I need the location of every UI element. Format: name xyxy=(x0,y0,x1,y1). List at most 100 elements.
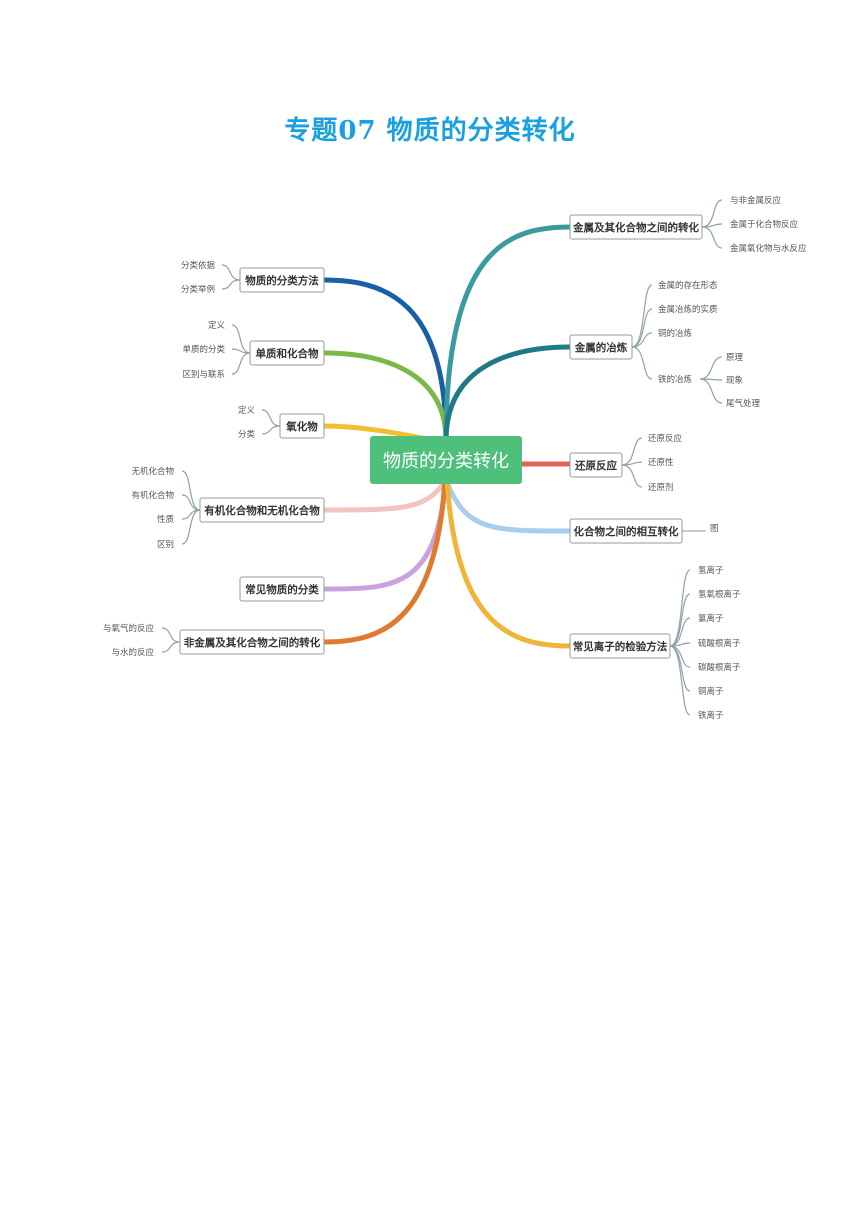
leaf-label[interactable]: 氢氧根离子 xyxy=(698,589,741,600)
leaf-label[interactable]: 分类依据 xyxy=(181,260,216,271)
leaf-label[interactable]: 氢离子 xyxy=(698,565,724,576)
branch-node-b8[interactable]: 金属的冶炼 xyxy=(569,334,633,360)
leaf-label[interactable]: 铜的冶炼 xyxy=(658,328,693,339)
branch-label: 常见物质的分类 xyxy=(245,583,319,596)
leaf-bracket xyxy=(631,332,653,348)
leaf-labels: 分类依据分类举例定义单质的分类区别与联系定义分类无机化合物有机化合物性质区别与氧… xyxy=(103,195,807,721)
branch-node-box xyxy=(569,633,671,659)
branch-label: 还原反应 xyxy=(574,459,617,472)
leaf-bracket xyxy=(221,264,241,281)
center-box xyxy=(370,436,522,484)
branch-curve-b11 xyxy=(443,437,573,649)
leaf-bracket xyxy=(181,494,201,511)
leaf-label[interactable]: 碳酸根离子 xyxy=(698,662,741,673)
leaf-bracket xyxy=(231,324,251,354)
sub-leaf-bracket xyxy=(699,378,723,404)
leaf-bracket xyxy=(181,470,201,511)
branch-label: 金属及其化合物之间的转化 xyxy=(572,221,699,234)
branch-curve-b2 xyxy=(321,350,449,443)
leaf-label[interactable]: 还原性 xyxy=(648,457,674,468)
leaf-bracket xyxy=(669,645,691,716)
branch-node-box xyxy=(569,452,623,478)
page-title: 专题07 物质的分类转化 xyxy=(284,116,576,146)
sub-leaf-label[interactable]: 尾气处理 xyxy=(726,398,761,409)
center-label: 物质的分类转化 xyxy=(383,451,509,472)
leaf-label[interactable]: 区别 xyxy=(157,540,174,550)
branch-node-box xyxy=(279,413,325,439)
branch-node-b7[interactable]: 金属及其化合物之间的转化 xyxy=(569,214,703,240)
leaf-label[interactable]: 定义 xyxy=(208,320,226,331)
leaf-bracket xyxy=(231,348,251,354)
leaf-label[interactable]: 金属氧化物与水反应 xyxy=(730,243,807,254)
leaf-bracket xyxy=(221,279,241,290)
leaf-label[interactable]: 还原反应 xyxy=(648,433,683,444)
branch-node-b11[interactable]: 常见离子的检验方法 xyxy=(569,633,671,659)
leaf-label[interactable]: 与水的反应 xyxy=(111,647,154,658)
branch-node-box xyxy=(569,214,703,240)
branch-node-b10[interactable]: 化合物之间的相互转化 xyxy=(569,518,683,544)
branch-node-b4[interactable]: 有机化合物和无机化合物 xyxy=(199,497,325,523)
leaf-label[interactable]: 金属的存在形态 xyxy=(658,280,718,291)
leaf-label[interactable]: 金属于化合物反应 xyxy=(730,219,799,230)
leaf-label[interactable]: 单质的分类 xyxy=(182,344,225,355)
leaf-label[interactable]: 分类 xyxy=(238,429,256,440)
leaf-label[interactable]: 图 xyxy=(710,524,719,534)
sub-leaf-label[interactable]: 现象 xyxy=(726,375,744,386)
branch-curve-b4 xyxy=(321,477,449,513)
leaf-label[interactable]: 氯离子 xyxy=(698,613,724,624)
branch-node-box xyxy=(239,267,325,293)
leaf-label[interactable]: 区别与联系 xyxy=(182,369,225,380)
branch-node-box xyxy=(569,334,633,360)
branch-node-box xyxy=(179,629,325,655)
leaf-label[interactable]: 与非金属反应 xyxy=(730,195,782,206)
leaf-label[interactable]: 分类举例 xyxy=(181,284,215,295)
branch-node-b6[interactable]: 非金属及其化合物之间的转化 xyxy=(179,629,325,655)
leaf-label[interactable]: 铜离子 xyxy=(698,686,724,697)
branch-node-b3[interactable]: 氧化物 xyxy=(279,413,325,439)
sub-leaf-label[interactable]: 原理 xyxy=(726,353,744,363)
leaf-label[interactable]: 有机化合物 xyxy=(131,490,174,501)
leaf-label[interactable]: 定义 xyxy=(238,405,256,416)
leaf-label[interactable]: 铁的冶炼 xyxy=(658,374,693,385)
branch-nodes: 物质的分类方法单质和化合物氧化物有机化合物和无机化合物常见物质的分类非金属及其化… xyxy=(179,214,703,659)
leaf-bracket xyxy=(261,425,281,435)
branch-curve-b1 xyxy=(321,277,449,443)
branch-node-b1[interactable]: 物质的分类方法 xyxy=(239,267,325,293)
branch-node-b2[interactable]: 单质和化合物 xyxy=(249,340,325,366)
leaf-label[interactable]: 与氧气的反应 xyxy=(103,623,155,634)
leaf-bracket xyxy=(669,617,691,647)
branch-node-b9[interactable]: 还原反应 xyxy=(569,452,623,478)
branch-node-b5[interactable]: 常见物质的分类 xyxy=(239,576,325,602)
branch-label: 氧化物 xyxy=(285,420,318,433)
branch-label: 有机化合物和无机化合物 xyxy=(204,504,320,517)
leaf-bracket xyxy=(621,464,643,488)
leaf-label[interactable]: 性质 xyxy=(157,514,175,525)
leaf-label[interactable]: 还原剂 xyxy=(648,482,674,493)
leaf-bracket xyxy=(231,352,251,375)
branch-curve-b7 xyxy=(443,224,573,443)
branch-curve-b6 xyxy=(321,437,449,645)
center-node[interactable]: 物质的分类转化 xyxy=(370,436,522,484)
leaf-bracket xyxy=(701,226,723,249)
branch-label: 单质和化合物 xyxy=(256,347,319,360)
leaf-brackets xyxy=(161,199,723,716)
leaf-label[interactable]: 硫酸根离子 xyxy=(698,638,741,649)
leaf-bracket xyxy=(621,461,643,466)
leaf-bracket xyxy=(631,308,653,348)
leaf-bracket xyxy=(621,437,643,466)
leaf-bracket xyxy=(669,569,691,647)
leaf-bracket xyxy=(181,509,201,545)
branch-node-box xyxy=(569,518,683,544)
leaf-bracket xyxy=(161,627,181,643)
leaf-label[interactable]: 铁离子 xyxy=(698,710,724,721)
branch-curve-b8 xyxy=(443,344,573,443)
branch-node-box xyxy=(239,576,325,602)
leaf-bracket xyxy=(701,199,723,228)
leaf-label[interactable]: 无机化合物 xyxy=(131,466,174,477)
branch-label: 物质的分类方法 xyxy=(245,274,319,287)
branch-curve-b10 xyxy=(443,477,573,534)
branch-node-box xyxy=(249,340,325,366)
leaf-bracket xyxy=(631,284,653,348)
leaf-label[interactable]: 金属冶炼的实质 xyxy=(658,304,718,315)
